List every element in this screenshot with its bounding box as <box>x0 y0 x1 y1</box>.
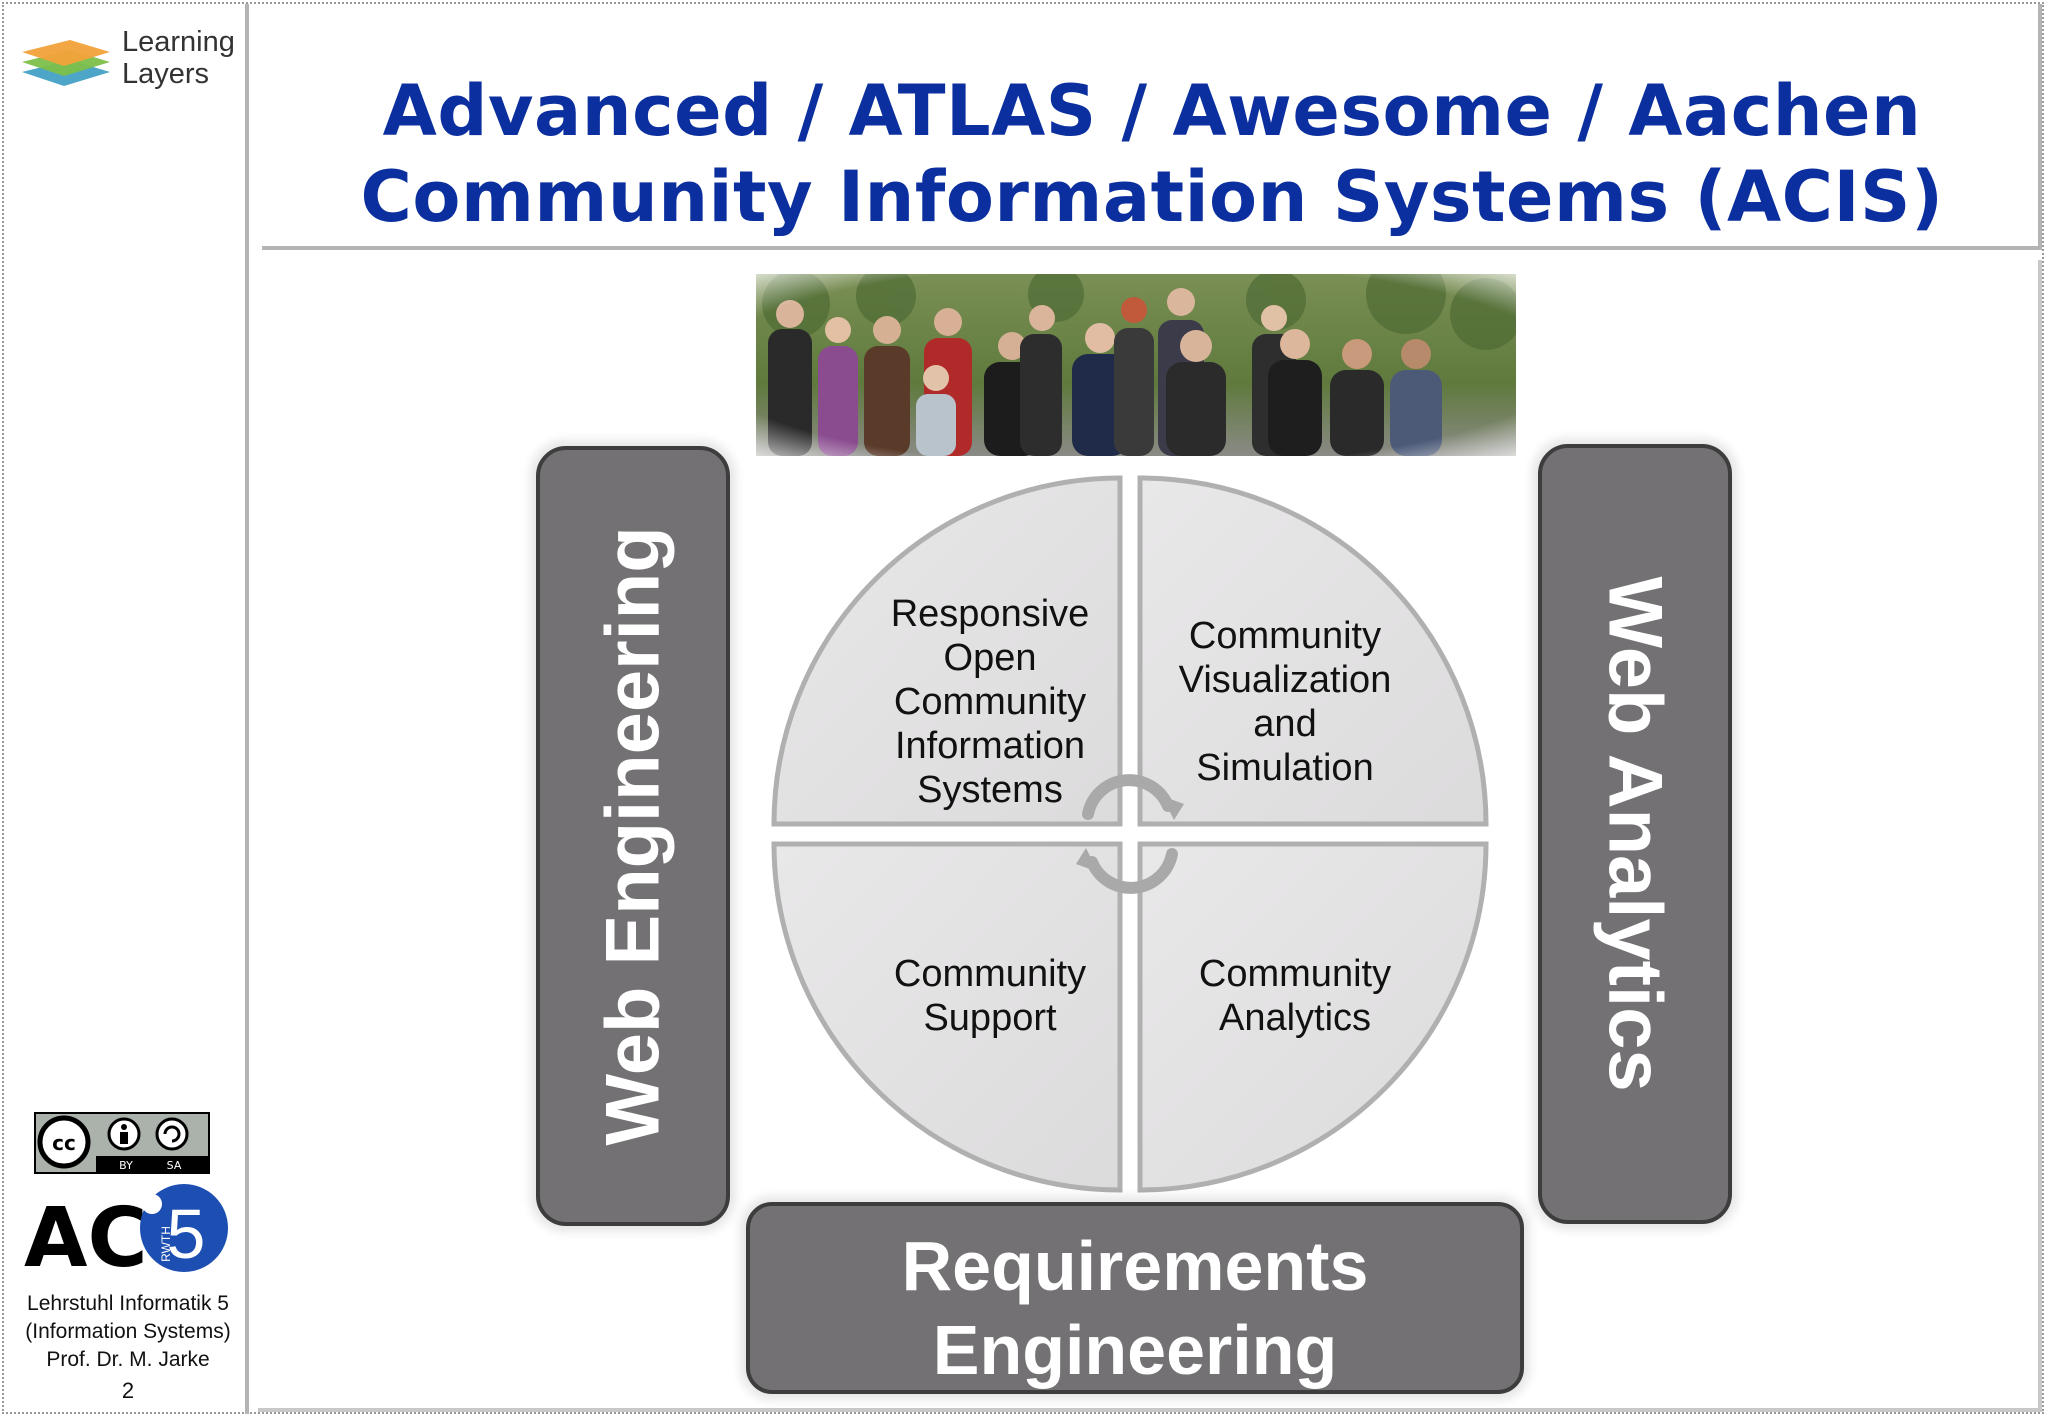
content-bottom-rule <box>258 1408 2042 1412</box>
requirements-engineering-pillar: Requirements Engineering <box>746 1202 1524 1394</box>
quadrant-text-line: Analytics <box>1218 997 1372 1039</box>
quadrant-text-line: Community <box>1198 953 1392 995</box>
chair-info: Lehrstuhl Informatik 5 (Information Syst… <box>10 1290 246 1374</box>
web-analytics-pillar: Web Analytics <box>1538 444 1732 1224</box>
title-line-1: Advanced / ATLAS / Awesome / Aachen <box>382 70 1922 152</box>
web-analytics-label: Web Analytics <box>1592 576 1678 1092</box>
quadrant-text-line: Information <box>894 725 1086 767</box>
quadrant-bottom-right-text: Community Analytics <box>1180 952 1410 1040</box>
svg-text:cc: cc <box>52 1131 76 1155</box>
web-engineering-pillar: Web Engineering <box>536 446 730 1226</box>
quadrant-bottom-right <box>1137 841 1489 1193</box>
acis-chair-logo: AC 5 RWTH <box>24 1184 228 1274</box>
web-engineering-label: Web Engineering <box>590 526 676 1146</box>
chair-line-2: (Information Systems) <box>25 1320 231 1343</box>
quadrant-circle-diagram <box>771 475 1489 1193</box>
quadrant-text-line: Open <box>943 637 1037 679</box>
quadrant-text-line: Visualization <box>1178 659 1392 701</box>
title-frame-edge <box>2038 4 2042 250</box>
chair-line-1: Lehrstuhl Informatik 5 <box>27 1292 229 1315</box>
quadrant-top-left-text: Responsive Open Community Information Sy… <box>880 592 1100 812</box>
quadrant-text-line: Responsive <box>890 593 1090 635</box>
cc-by-sa-license-icon: cc BY SA <box>34 1112 210 1174</box>
acis-logo-digit: 5 <box>167 1195 206 1273</box>
quadrant-text-line: Community <box>893 681 1087 723</box>
quadrant-bottom-left <box>771 841 1123 1193</box>
quadrant-top-left <box>771 475 1123 827</box>
pillar-label-line-2: Engineering <box>932 1311 1338 1389</box>
quadrant-text-line: Community <box>1188 615 1382 657</box>
quadrant-text-line: Systems <box>917 769 1063 811</box>
quadrant-text-line: Simulation <box>1196 747 1374 789</box>
title-line-2: Community Information Systems (ACIS) <box>360 156 1944 238</box>
quadrant-text-line: and <box>1253 703 1317 745</box>
quadrant-text-line: Support <box>923 997 1057 1039</box>
sidebar-divider <box>245 4 249 1414</box>
quadrant-top-right <box>1137 475 1489 827</box>
group-photo <box>756 274 1516 456</box>
requirements-engineering-label: Requirements Engineering <box>750 1224 1520 1392</box>
pillar-label-line-1: Requirements <box>901 1227 1369 1305</box>
slide-number: 2 <box>121 1378 135 1403</box>
cycle-arrows-icon <box>1082 774 1178 894</box>
quadrant-text-line: Community <box>893 953 1087 995</box>
chair-line-3: Prof. Dr. M. Jarke <box>46 1348 210 1371</box>
logo-line-2: Layers <box>122 58 210 90</box>
content-frame-edge <box>2038 260 2042 1412</box>
logo-line-1: Learning <box>122 26 235 58</box>
learning-layers-logo <box>22 40 110 86</box>
slide-title: Advanced / ATLAS / Awesome / Aachen Comm… <box>262 68 2042 240</box>
acis-logo-letters: AC <box>24 1191 148 1274</box>
acis-logo-rwth: RWTH <box>159 1226 173 1262</box>
quadrant-bottom-left-text: Community Support <box>880 952 1100 1040</box>
learning-layers-wordmark: Learning Layers <box>122 26 235 90</box>
quadrant-top-right-text: Community Visualization and Simulation <box>1170 614 1400 790</box>
license-sa-text: SA <box>167 1159 182 1172</box>
license-by-text: BY <box>119 1159 133 1172</box>
title-divider <box>262 246 2042 250</box>
